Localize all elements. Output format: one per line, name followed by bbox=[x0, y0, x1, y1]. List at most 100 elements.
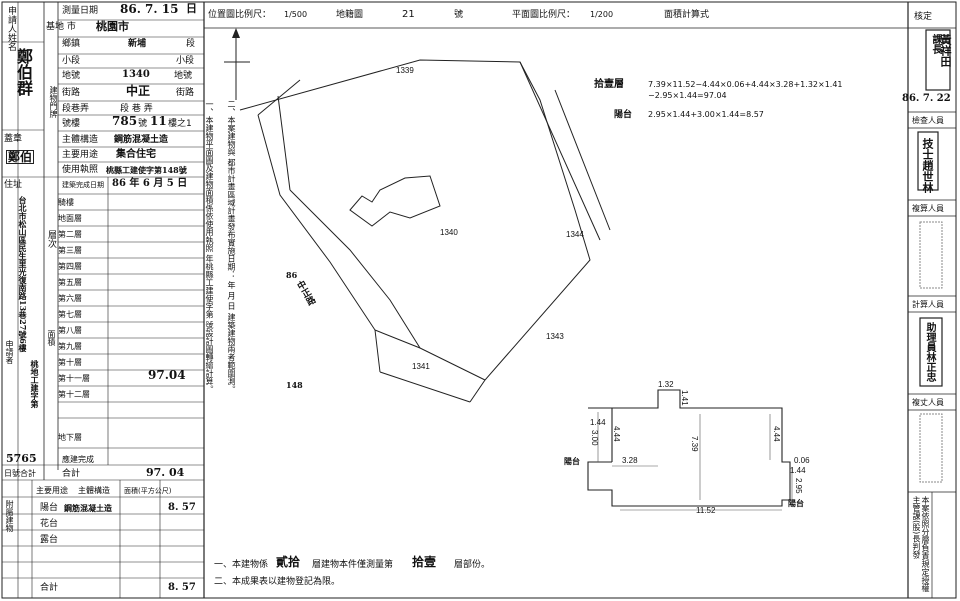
center-year: 86 bbox=[286, 270, 298, 280]
permit-value: 桃縣工建使字第148號 bbox=[106, 165, 187, 175]
house-no-value: 785 bbox=[112, 114, 138, 128]
balcony-left-label: 陽台 bbox=[564, 456, 580, 466]
floor11-formula-2: −2.95×1.44=97.04 bbox=[648, 91, 727, 100]
balcony-right-label: 陽台 bbox=[788, 498, 804, 508]
center-permit-no: 148 bbox=[286, 380, 303, 390]
map-sheet-no: 21 bbox=[402, 9, 415, 20]
parcel-1343: 1343 bbox=[546, 332, 564, 341]
center-note-2: 二、本案建物與 都市計畫區域計畫發布實施日期： 年 月 日 建築建物兩者範圍測。 bbox=[227, 100, 236, 393]
surveyor-label: 複丈人員 bbox=[912, 398, 944, 407]
land-no-label: 地號 bbox=[62, 71, 81, 81]
approver-name: 黃祥田 bbox=[939, 34, 952, 67]
floor-row-3: 第三層 bbox=[58, 246, 82, 255]
annex-header-use: 主要用途 bbox=[36, 486, 68, 495]
drafter-label: 複算人員 bbox=[912, 204, 944, 213]
calc-name: 助理員林正忠 bbox=[924, 322, 935, 382]
floor-row-10: 第十層 bbox=[58, 358, 82, 367]
authorization-note: 本案依照分層負責規定授權主管課(股)長判發 bbox=[912, 496, 930, 592]
dim-0-06: 0.06 bbox=[794, 456, 810, 465]
dim-11-52: 11.52 bbox=[696, 506, 716, 515]
structure-label: 主體構造 bbox=[62, 135, 99, 145]
floor11-calc-label: 拾壹層 bbox=[594, 79, 624, 90]
dim-1-41: 1.41 bbox=[680, 390, 689, 406]
land-no-value: 1340 bbox=[122, 69, 150, 80]
agent-note: 桃地工建字第 bbox=[30, 360, 40, 408]
footer-line2: 二、本成果表以建物登記為限。 bbox=[214, 577, 341, 587]
applicant-name: 鄭伯群 bbox=[14, 48, 33, 96]
road-suffix: 街路 bbox=[176, 88, 195, 98]
building-gate-label: 建物門牌 bbox=[49, 86, 58, 118]
dim-1-44-right: 1.44 bbox=[790, 466, 806, 475]
dim-1-32: 1.32 bbox=[658, 380, 674, 389]
approver-title: 課長 bbox=[930, 34, 941, 54]
house-no-label: 號樓 bbox=[62, 119, 81, 129]
map-sheet-label: 地籍圖 bbox=[336, 10, 364, 20]
applicant-label: 申請人姓名 bbox=[6, 6, 16, 51]
dim-1-44-top: 1.44 bbox=[590, 418, 606, 427]
subsection-label: 小段 bbox=[62, 56, 81, 66]
approve-label: 核定 bbox=[914, 12, 933, 22]
annex-row-0-structure: 鋼筋混凝土造 bbox=[64, 503, 112, 513]
footer-line1-total: 貳拾 bbox=[276, 555, 301, 569]
address-label: 住址 bbox=[4, 180, 23, 190]
parcel-1344: 1344 bbox=[566, 230, 584, 239]
lane-value: 段 巷 弄 bbox=[120, 104, 153, 114]
footer-line1-post: 層部份。 bbox=[454, 560, 491, 570]
floor-row-8: 第八層 bbox=[58, 326, 82, 335]
footer-line1-mid: 層建物本件僅測量第 bbox=[312, 560, 394, 570]
section-suffix: 段 bbox=[186, 39, 196, 49]
inspector-name: 技士趙世林 bbox=[921, 138, 934, 193]
basement-label: 地下層 bbox=[58, 433, 82, 442]
annex-header-area: 面積(平方公尺) bbox=[124, 487, 172, 495]
survey-date: 86. 7. 15 bbox=[120, 2, 179, 16]
applicant-agent-label: 申請者 bbox=[5, 340, 14, 364]
total-label: 合計 bbox=[62, 469, 81, 479]
annex-row-1-label: 花台 bbox=[40, 519, 59, 529]
annex-total-label: 合計 bbox=[40, 583, 59, 593]
map-sheet-suffix: 號 bbox=[454, 10, 464, 20]
house-no-mid: 號 bbox=[138, 119, 148, 129]
footer-line1-floor: 拾壹 bbox=[412, 555, 437, 569]
area-side-label: 面積 bbox=[47, 330, 56, 346]
lane-label: 段巷弄 bbox=[62, 104, 90, 114]
area-calc-label: 面積計算式 bbox=[664, 10, 710, 20]
dim-3-00: 3.00 bbox=[590, 430, 599, 446]
floor-row-1: 地面層 bbox=[58, 214, 82, 223]
applicant-seal: 鄭伯 bbox=[6, 150, 35, 164]
annex-row-0-label: 陽台 bbox=[40, 503, 59, 513]
balcony-calc-label: 陽台 bbox=[614, 110, 633, 120]
city-value: 桃園市 bbox=[96, 20, 129, 33]
permit-label: 使用執照 bbox=[62, 165, 99, 175]
completion-label: 建築完成日期 bbox=[62, 181, 104, 189]
center-note-1: 一、本建物平面圖及建物面積係依使用執照 年桃縣工建使字第 號設計圖轉繪計算。 bbox=[205, 100, 214, 394]
parcel-1340: 1340 bbox=[440, 228, 458, 237]
address-text: 台北市松山區民生里光復南路13巷27號6樓 bbox=[18, 196, 28, 352]
dim-3-28: 3.28 bbox=[622, 456, 638, 465]
floor-row-0: 騎樓 bbox=[58, 198, 74, 207]
annex-side: 附屬建物 bbox=[5, 500, 14, 532]
agent-note2: 應建完成 bbox=[62, 455, 94, 464]
land-no-suffix: 地號 bbox=[174, 71, 193, 81]
use-value: 集合住宅 bbox=[116, 149, 156, 160]
survey-date-day: 日 bbox=[186, 2, 197, 15]
survey-date-label: 測量日期 bbox=[62, 6, 99, 16]
plan-scale: 1/200 bbox=[590, 10, 614, 19]
annex-total: 8. 57 bbox=[168, 582, 196, 593]
floor-value: 11 bbox=[150, 114, 167, 128]
calc-label: 計算人員 bbox=[912, 300, 944, 309]
base-city-label: 基地 市 bbox=[46, 22, 76, 32]
floor11-formula-1: 7.39×11.52−4.44×0.06+4.44×3.28+1.32×1.41 bbox=[648, 80, 843, 89]
floor-row-2: 第二層 bbox=[58, 230, 82, 239]
structure-value: 鋼筋混凝土造 bbox=[114, 135, 169, 145]
floor-row-7: 第七層 bbox=[58, 310, 82, 319]
dim-2-95: 2.95 bbox=[794, 478, 803, 494]
district-label: 鄉鎮 bbox=[62, 39, 81, 49]
use-label: 主要用途 bbox=[62, 150, 99, 160]
location-scale: 1/500 bbox=[284, 10, 308, 19]
balcony-formula: 2.95×1.44+3.00×1.44=8.57 bbox=[648, 110, 764, 119]
total-value: 97. 04 bbox=[146, 466, 185, 479]
parcel-1339: 1339 bbox=[396, 66, 414, 75]
completion-date: 86 年 6 月 5 日 bbox=[112, 178, 188, 189]
dim-4-44-right: 4.44 bbox=[772, 426, 781, 442]
district-value: 新埔 bbox=[128, 39, 147, 49]
